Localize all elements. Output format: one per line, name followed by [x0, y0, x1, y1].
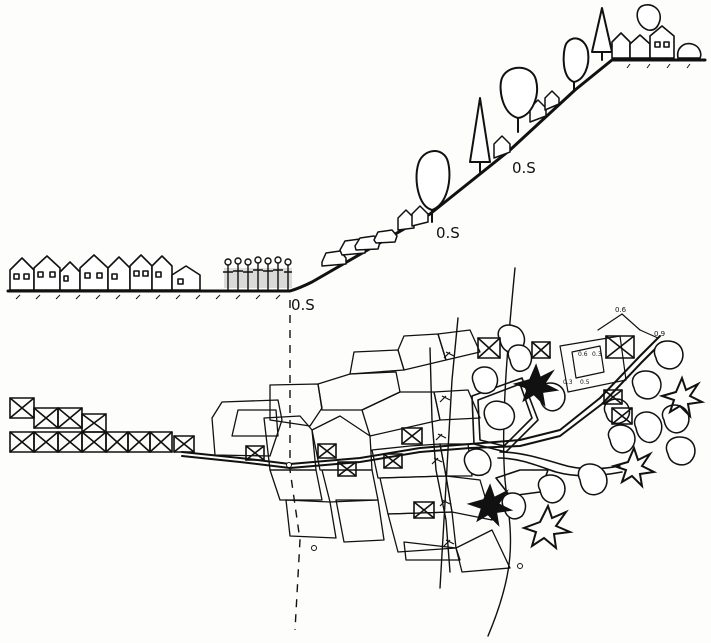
building: [317, 443, 337, 459]
plan-label-2: 0.9: [654, 330, 665, 338]
people-group: [223, 256, 292, 290]
tree: [636, 4, 661, 31]
building: [605, 335, 635, 359]
terrace-plots: [211, 329, 511, 573]
section-label-3: 0.S: [512, 159, 536, 177]
main-road: [181, 335, 663, 469]
building: [57, 431, 83, 453]
house: [151, 255, 173, 291]
section-elevation: 0.S 0.S 0.S: [6, 4, 707, 631]
spiky-shrubs: [466, 363, 706, 551]
building: [337, 461, 357, 477]
plan-label-6: 0.5: [580, 379, 590, 386]
road-markers: [286, 462, 523, 569]
building: [245, 445, 265, 461]
section-label-1: 0.S: [291, 296, 315, 314]
corner-house-plot: [559, 313, 659, 393]
tree-conifer: [591, 7, 613, 53]
alignment-dashed-line: [289, 300, 301, 631]
building: [401, 427, 423, 445]
house: [79, 254, 109, 291]
tree: [415, 150, 451, 211]
building: [383, 453, 403, 469]
ground-profile: [6, 58, 707, 293]
building: [477, 337, 501, 359]
tree-conifer: [469, 97, 491, 163]
house: [107, 256, 131, 291]
house: [33, 255, 61, 291]
house: [59, 261, 81, 291]
cars-on-slope: [321, 229, 398, 267]
building: [149, 431, 173, 453]
building: [33, 407, 59, 429]
house: [171, 265, 201, 291]
building: [57, 407, 83, 429]
slope-ticks: [431, 351, 455, 547]
building: [611, 407, 633, 425]
garden-trees: [463, 324, 696, 520]
building: [9, 431, 35, 453]
ground-hatching: [15, 63, 691, 300]
building: [81, 413, 107, 433]
building: [603, 389, 623, 405]
tree: [562, 37, 590, 83]
building: [81, 431, 107, 453]
house: [129, 254, 153, 291]
tree: [499, 66, 538, 119]
building: [173, 435, 195, 453]
village-houses-left: [9, 254, 201, 291]
building: [33, 431, 59, 453]
section-label-2: 0.S: [436, 224, 460, 242]
building: [127, 431, 151, 453]
building: [105, 431, 129, 453]
plan-label-5: 0.3: [563, 379, 573, 386]
plan-label-1: 0.6: [615, 306, 627, 314]
plan-label-3: 0.6: [578, 351, 588, 358]
building: [9, 397, 35, 419]
trees-slope: [415, 7, 613, 223]
hilltop-village: [611, 4, 702, 59]
site-plan: 0.6 0.9 0.6 0.3 0.3 0.5: [9, 267, 706, 637]
house: [9, 257, 35, 291]
building: [531, 341, 551, 359]
building-boxes: [9, 335, 635, 519]
building: [413, 501, 435, 519]
plan-label-4: 0.3: [592, 351, 602, 358]
